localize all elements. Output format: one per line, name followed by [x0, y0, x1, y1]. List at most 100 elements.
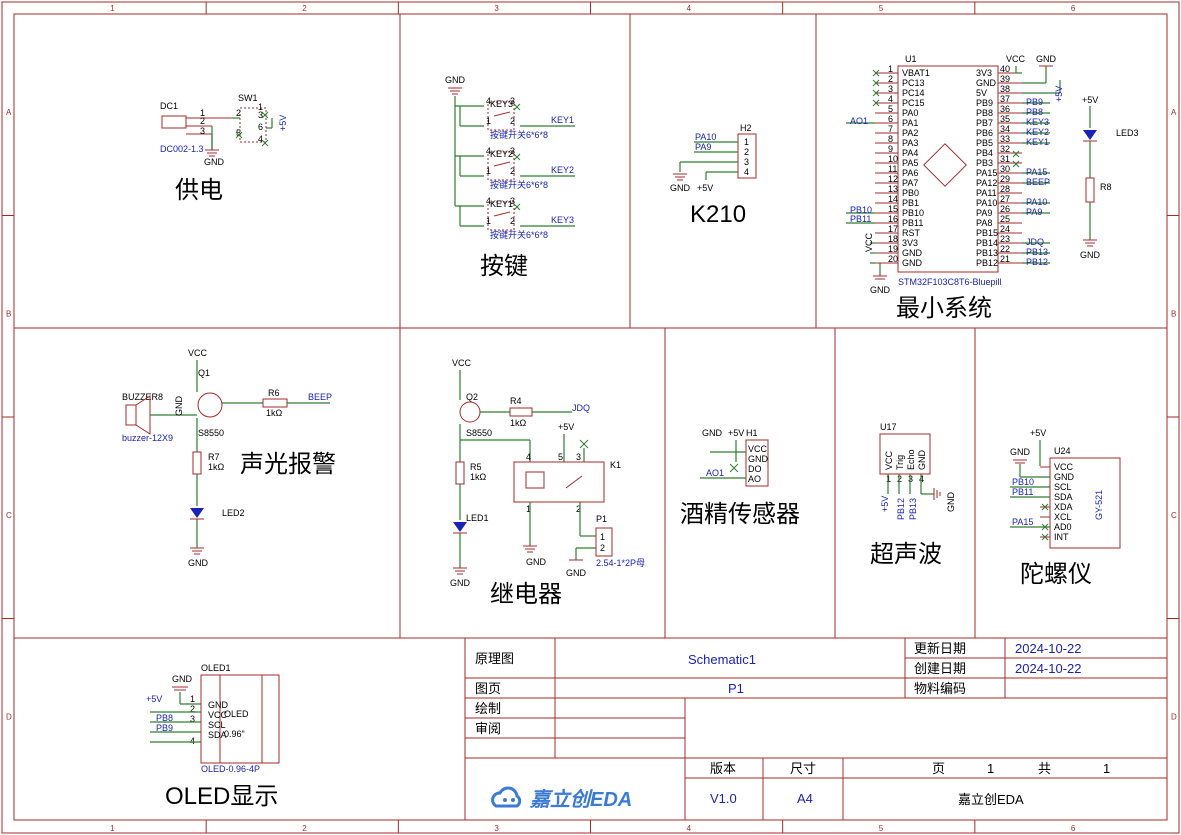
svg-text:Echo: Echo	[906, 449, 916, 470]
svg-text:+5V: +5V	[697, 183, 713, 193]
ruler-col-label: 3	[494, 824, 499, 833]
svg-text:+5V: +5V	[558, 422, 574, 432]
svg-text:BUZZER8: BUZZER8	[122, 392, 163, 402]
svg-text:1: 1	[486, 116, 491, 126]
key-ref: KEY2	[490, 149, 513, 159]
svg-text:0.96": 0.96"	[224, 729, 245, 739]
dc-jack-symbol	[161, 115, 187, 129]
buzzer-symbol	[125, 404, 137, 426]
k210-net-pa9: PA9	[695, 142, 711, 152]
svg-text:3: 3	[744, 157, 749, 167]
key-part: 按键开关6*6*8	[490, 179, 548, 190]
ruler-row-label: C	[1171, 511, 1177, 520]
svg-text:14: 14	[888, 194, 898, 204]
tb-updated-value: 2024-10-22	[1015, 641, 1082, 656]
svg-text:9: 9	[888, 144, 893, 154]
svg-text:1: 1	[744, 137, 749, 147]
mcu-right-pin: PB13	[976, 248, 998, 258]
svg-text:OLED-0.96-4P: OLED-0.96-4P	[201, 764, 260, 774]
svg-text:26: 26	[1000, 204, 1010, 214]
ruler-col-label: 1	[110, 4, 115, 13]
mcu-right-pin: PA9	[976, 208, 992, 218]
h1-sensor-connector	[745, 439, 769, 487]
ruler-col-label: 4	[687, 4, 692, 13]
section-title-ultrasonic: 超声波	[870, 541, 942, 568]
mcu-right-net: PA15	[1026, 167, 1047, 177]
power-gnd: GND	[204, 157, 225, 167]
k210-ref: H2	[740, 123, 752, 133]
section-title-gyro: 陀螺仪	[1020, 561, 1092, 588]
section-title-alcohol: 酒精传感器	[680, 501, 800, 528]
key-net: KEY1	[551, 115, 574, 125]
svg-text:PB12: PB12	[896, 498, 906, 520]
svg-text:1: 1	[200, 108, 205, 118]
mcu-left-pin: PA1	[902, 118, 918, 128]
svg-text:OLED: OLED	[224, 709, 249, 719]
svg-text:U24: U24	[1054, 446, 1071, 456]
mcu-right-pin: PA15	[976, 168, 997, 178]
svg-text:GND: GND	[870, 285, 891, 295]
svg-text:3: 3	[510, 96, 515, 106]
svg-text:P1: P1	[596, 514, 607, 524]
svg-text:AO1: AO1	[706, 468, 724, 478]
svg-text:PB9: PB9	[156, 723, 173, 733]
mcu-left-pin: PB11	[902, 218, 923, 228]
mcu-left-pin: GND	[902, 258, 923, 268]
svg-text:2: 2	[510, 166, 515, 176]
svg-text:2: 2	[576, 504, 581, 514]
svg-text:VCC: VCC	[188, 348, 208, 358]
svg-text:GND: GND	[917, 450, 927, 471]
ruler-col-label: 3	[494, 4, 499, 13]
mcu-left-pin: RST	[902, 228, 921, 238]
led3-symbol	[1083, 130, 1097, 140]
mcu-left-pin: VBAT1	[902, 68, 930, 78]
mcu-body	[897, 65, 999, 273]
switch-symbol	[239, 107, 267, 143]
ruler-row-label: B	[6, 309, 11, 318]
gyro-pin: SCL	[1054, 482, 1072, 492]
tb-page-value: P1	[728, 681, 744, 696]
svg-text:25: 25	[1000, 214, 1010, 224]
svg-text:+5V: +5V	[146, 694, 162, 704]
svg-text:GY-521: GY-521	[1094, 490, 1104, 520]
svg-text:GND: GND	[526, 557, 547, 567]
svg-text:36: 36	[1000, 104, 1010, 114]
mcu-right-pin: GND	[976, 78, 997, 88]
tb-size-value: A4	[797, 791, 813, 806]
svg-text:18: 18	[888, 234, 898, 244]
svg-text:22: 22	[1000, 244, 1010, 254]
power-5v: +5V	[278, 115, 288, 131]
svg-text:PB13: PB13	[908, 498, 918, 520]
section-title-minsys: 最小系统	[896, 295, 992, 322]
mcu-right-pin: PA12	[976, 178, 997, 188]
tb-review-label: 审阅	[475, 721, 501, 736]
svg-text:GND: GND	[174, 396, 184, 417]
svg-text:4: 4	[486, 96, 491, 106]
svg-text:4: 4	[888, 94, 893, 104]
svg-text:33: 33	[1000, 134, 1010, 144]
mcu-ref: U1	[905, 54, 917, 64]
ruler-row-label: D	[1171, 712, 1177, 721]
mcu-right-net: PA10	[1026, 197, 1047, 207]
svg-text:2: 2	[744, 147, 749, 157]
tb-created-label: 创建日期	[914, 661, 966, 676]
mcu-right-pin: 5V	[976, 88, 987, 98]
svg-text:VCC: VCC	[884, 450, 894, 470]
svg-text:GND: GND	[1010, 447, 1031, 457]
svg-text:SDA: SDA	[208, 730, 227, 740]
cloud-logo-icon	[491, 786, 522, 808]
svg-text:32: 32	[1000, 144, 1010, 154]
svg-text:Q1: Q1	[198, 368, 210, 378]
dc-jack-ref: DC1	[160, 101, 178, 111]
tb-page-label: 图页	[475, 681, 501, 696]
k210-net-pa10: PA10	[695, 132, 716, 142]
svg-text:VCC: VCC	[452, 358, 472, 368]
relay-circuit: VCC Q2 S8550 R4 1kΩ JDQ R5 1kΩ LED1 GND …	[450, 358, 645, 588]
svg-text:1: 1	[486, 216, 491, 226]
keys-gnd: GND	[445, 75, 466, 85]
svg-text:1: 1	[526, 504, 531, 514]
svg-text:R7: R7	[208, 452, 220, 462]
svg-text:3: 3	[510, 146, 515, 156]
svg-text:17: 17	[888, 224, 898, 234]
